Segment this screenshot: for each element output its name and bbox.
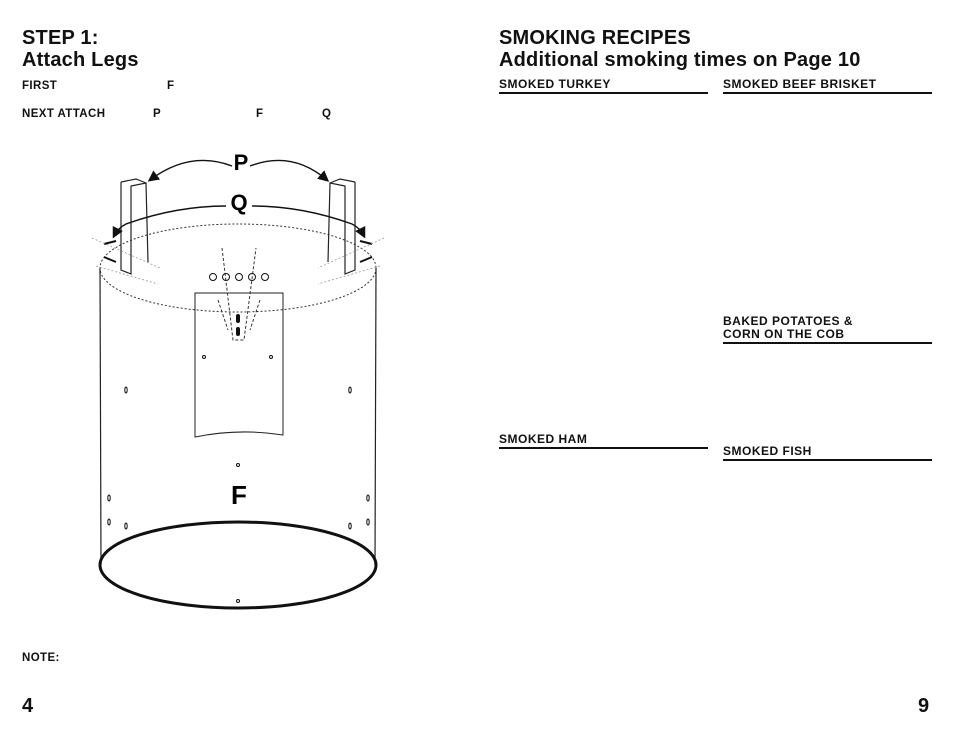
right-leg	[327, 178, 356, 275]
assembly-diagram: P Q F	[91, 150, 385, 610]
recipes-subtitle: Additional smoking times on Page 10	[499, 49, 861, 71]
recipe-heading-potatoes: BAKED POTATOES & CORN ON THE COB	[723, 315, 932, 344]
mounting-holes	[107, 273, 370, 603]
note-label: NOTE:	[22, 652, 60, 664]
arrow-icon	[147, 159, 233, 182]
instruction-first-label: FIRST	[22, 80, 58, 92]
label-body-f: F	[231, 480, 247, 510]
bolt-icon	[103, 240, 373, 263]
bracket-slot-icon	[236, 314, 240, 323]
arrow-icon	[249, 159, 330, 182]
recipe-heading-potatoes-line2: CORN ON THE COB	[723, 327, 845, 341]
recipe-heading-potatoes-line1: BAKED POTATOES &	[723, 314, 854, 328]
left-leg	[120, 178, 149, 275]
smoker-body	[98, 223, 378, 610]
step-number: STEP 1:	[22, 27, 99, 49]
bracket-slot-icon	[236, 327, 240, 336]
recipes-title: SMOKING RECIPES	[499, 27, 691, 49]
label-leg-p: P	[234, 150, 249, 175]
step-heading: STEP 1: Attach Legs	[22, 27, 139, 71]
instruction-part-f-2: F	[256, 108, 264, 120]
recipe-heading-turkey: SMOKED TURKEY	[499, 77, 708, 94]
step-title: Attach Legs	[22, 49, 139, 71]
center-bracket	[221, 247, 257, 341]
recipe-heading-ham: SMOKED HAM	[499, 432, 708, 449]
arrow-icon	[251, 205, 366, 239]
instruction-part-p: P	[153, 108, 162, 120]
page-number-left: 4	[22, 695, 34, 717]
recipe-heading-fish: SMOKED FISH	[723, 444, 932, 461]
page-number-right: 9	[918, 695, 930, 717]
label-leg-q: Q	[230, 190, 247, 215]
instruction-part-f: F	[167, 80, 175, 92]
instruction-next-attach-label: NEXT ATTACH	[22, 108, 106, 120]
recipe-heading-brisket: SMOKED BEEF BRISKET	[723, 77, 932, 94]
arrow-icon	[112, 205, 227, 239]
instruction-part-q: Q	[322, 108, 332, 120]
door-panel	[194, 292, 284, 438]
recipes-heading: SMOKING RECIPES Additional smoking times…	[499, 27, 861, 71]
